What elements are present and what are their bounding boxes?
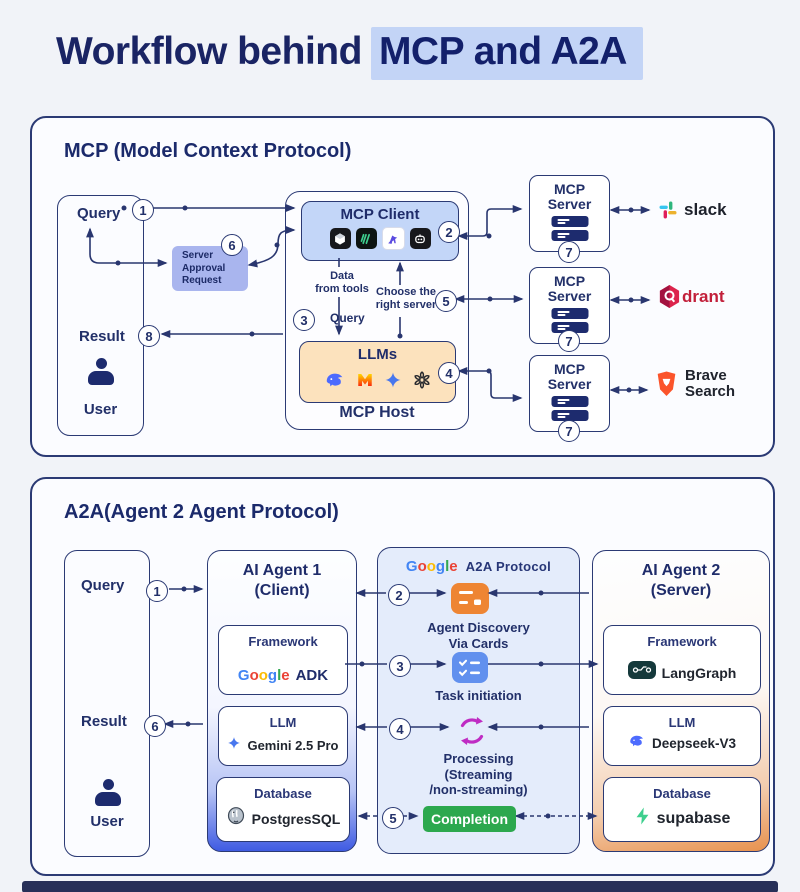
a2a-query-label: Query xyxy=(81,577,125,594)
title-highlight: MCP and A2A xyxy=(370,27,643,80)
agent2-llm-box: LLM Deepseek-V3 xyxy=(603,706,761,766)
mcp-step-7c: 7 xyxy=(558,420,580,442)
agent1-database-box: Database PostgresSQL xyxy=(216,777,350,842)
mcp-user-label: User xyxy=(83,401,118,418)
mistral-icon xyxy=(356,371,374,394)
postgresql-icon xyxy=(226,806,246,831)
mcp-client-tools xyxy=(302,227,458,250)
mcp-step-1: 1 xyxy=(132,199,154,221)
mcp-step-2: 2 xyxy=(438,221,460,243)
server-rack-icon xyxy=(551,216,588,241)
agent2-title: AI Agent 2 (Server) xyxy=(641,562,721,599)
agent1-llm-box: LLM Gemini 2.5 Pro xyxy=(218,706,348,766)
ai-agent2-box: AI Agent 2 (Server) Framework LangGraph … xyxy=(592,550,770,852)
kangaroo-tool-icon xyxy=(381,227,405,250)
slack-icon xyxy=(659,201,677,219)
agent1-title: AI Agent 1 (Client) xyxy=(242,562,322,599)
robot-tool-icon xyxy=(409,228,431,249)
a2a-panel: A2A(Agent 2 Agent Protocol) Query Result… xyxy=(30,477,775,876)
a2a-heading: A2A(Agent 2 Agent Protocol) xyxy=(64,501,339,523)
step3-query-label: Query xyxy=(330,311,365,325)
a2a-protocol-header: Google A2A Protocol xyxy=(405,558,552,575)
task-initiation-label: Task initiation xyxy=(435,688,522,703)
task-initiation-icon xyxy=(452,652,488,688)
completion-badge: Completion xyxy=(423,806,516,832)
a2a-user-label: User xyxy=(90,813,124,830)
a2a-step-3: 3 xyxy=(389,655,411,677)
mcp-step-5: 5 xyxy=(435,290,457,312)
llms-title: LLMs xyxy=(357,346,398,363)
slack-integration: slack xyxy=(658,200,727,220)
mcp-host-label: MCP Host xyxy=(339,404,415,421)
mcp-heading: MCP (Model Context Protocol) xyxy=(64,140,352,162)
a2a-step-1: 1 xyxy=(146,580,168,602)
mcp-user-box: Query Result User xyxy=(57,195,144,436)
gemini-icon xyxy=(227,736,241,755)
ai-agent1-box: AI Agent 1 (Client) Framework Google ADK… xyxy=(207,550,357,852)
a2a-step-4: 4 xyxy=(389,718,411,740)
mcp-step-7b: 7 xyxy=(558,330,580,352)
mcp-client-box: MCP Client xyxy=(301,201,459,261)
agent2-database-box: Database supabase xyxy=(603,777,761,842)
langgraph-icon xyxy=(627,661,656,684)
server-rack-icon xyxy=(551,396,588,421)
processing-label: Processing (Streaming /non-streaming) xyxy=(429,751,528,798)
mcp-client-title: MCP Client xyxy=(340,206,420,223)
mcp-step-8: 8 xyxy=(138,325,160,347)
a2a-result-label: Result xyxy=(81,713,127,730)
google-wordmark: Google xyxy=(405,558,458,575)
data-from-tools-label: Data from tools xyxy=(315,270,369,295)
cube-tool-icon xyxy=(329,228,351,249)
brave-icon xyxy=(657,371,676,397)
qdrant-integration: drant xyxy=(658,284,725,309)
green-stripes-tool-icon xyxy=(355,228,377,249)
server-rack-icon xyxy=(551,308,588,333)
mcp-step-3: 3 xyxy=(293,309,315,331)
mcp-step-4: 4 xyxy=(438,362,460,384)
a2a-step-2: 2 xyxy=(388,584,410,606)
agent-discovery-card-icon xyxy=(451,583,489,619)
user-icon xyxy=(87,358,115,385)
a2a-step-6: 6 xyxy=(144,715,166,737)
agent1-framework-box: Framework Google ADK xyxy=(218,625,348,695)
mcp-result-label: Result xyxy=(79,328,125,345)
mcp-step-6: 6 xyxy=(221,234,243,256)
choose-server-label: Choose the right server xyxy=(375,286,437,311)
title-prefix: Workflow behind xyxy=(56,30,362,73)
mcp-panel: MCP (Model Context Protocol) Query Resul… xyxy=(30,116,775,457)
agent-discovery-label: Agent Discovery Via Cards xyxy=(427,620,530,651)
qdrant-icon xyxy=(659,285,680,308)
a2a-user-box: Query Result User xyxy=(64,550,150,857)
deepseek-icon xyxy=(324,369,346,396)
supabase-icon xyxy=(634,806,651,831)
llm-model-icons xyxy=(300,369,455,396)
agent2-framework-box: Framework LangGraph xyxy=(603,625,761,695)
llms-box: LLMs xyxy=(299,341,456,403)
openai-icon xyxy=(412,370,432,395)
mcp-query-label: Query xyxy=(77,205,121,222)
a2a-protocol-box: Google A2A Protocol Agent Discovery Via … xyxy=(377,547,580,854)
deepseek-icon xyxy=(628,732,646,755)
mcp-step-7a: 7 xyxy=(558,241,580,263)
gemini-icon xyxy=(384,371,402,394)
processing-cycle-icon xyxy=(453,712,491,755)
bottom-strip xyxy=(22,881,778,892)
google-wordmark: Google xyxy=(237,667,290,684)
brave-search-integration: Brave Search xyxy=(654,368,735,400)
user-icon xyxy=(94,779,122,806)
a2a-step-5: 5 xyxy=(382,807,404,829)
mcp-server-box-1: MCP Server xyxy=(529,175,610,252)
